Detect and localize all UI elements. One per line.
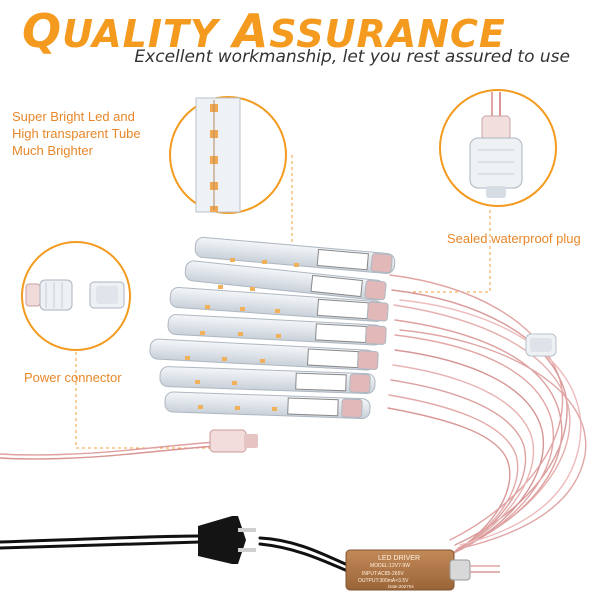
driver-date: Date:202704 xyxy=(388,584,414,589)
title-initial-q: Q xyxy=(22,4,63,58)
title-part-2: SSURANCE xyxy=(269,12,506,56)
driver-input: INPUT:AC85-265V xyxy=(362,571,404,577)
page-title: QUALITY ASSURANCE xyxy=(22,4,506,58)
title-part-1: UALITY xyxy=(62,12,233,56)
led-tubes xyxy=(149,236,396,420)
power-cord xyxy=(0,534,352,574)
input-plug-connector xyxy=(209,429,258,453)
zoom-circle-led-tube xyxy=(169,96,287,214)
power-plug-icon xyxy=(198,516,256,564)
zoom-circle-power-connector xyxy=(21,241,131,351)
wire-bundle xyxy=(0,274,587,559)
driver-title: LED DRIVER xyxy=(378,555,420,562)
callout-waterproof-plug: Sealed waterproof plug xyxy=(447,231,581,246)
wire-connector xyxy=(525,333,557,357)
driver-output: OUTPUT:300mA×3.5V xyxy=(358,578,409,584)
callout-leader-lines xyxy=(75,155,491,449)
zoom-circle-waterproof-plug xyxy=(439,89,557,207)
driver-model: MODEL:12V7-9W xyxy=(370,563,410,569)
page-subtitle: Excellent workmanship, let you rest assu… xyxy=(134,47,570,67)
led-chips xyxy=(185,258,299,411)
callout-power-connector: Power connector xyxy=(24,370,122,385)
title-initial-a: A xyxy=(232,4,270,58)
callout-led-tube: Super Bright Led and High transparent Tu… xyxy=(12,109,141,158)
led-driver-box xyxy=(345,549,500,591)
